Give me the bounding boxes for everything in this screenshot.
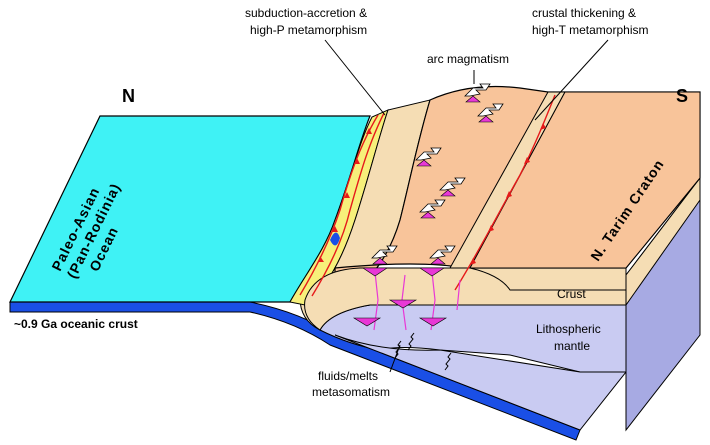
subduction-label-line1: subduction-accretion & — [245, 6, 367, 20]
south-label: S — [676, 86, 688, 106]
mantle-label-line2: mantle — [554, 339, 590, 353]
subduction-label-line2: high-P metamorphism — [250, 23, 367, 37]
oceanic-crust-label: ~0.9 Ga oceanic crust — [14, 317, 138, 331]
mantle-label-line1: Lithospheric — [536, 322, 601, 336]
crust-label: Crust — [557, 287, 586, 301]
arc-magmatism-label: arc magmatism — [427, 52, 509, 66]
crustal-label-line2: high-T metamorphism — [532, 23, 648, 37]
north-label: N — [122, 86, 135, 106]
fluids-label-line1: fluids/melts — [318, 369, 378, 383]
fluids-label-line2: metasomatism — [312, 385, 390, 399]
crustal-label-line1: crustal thickening & — [532, 6, 636, 20]
